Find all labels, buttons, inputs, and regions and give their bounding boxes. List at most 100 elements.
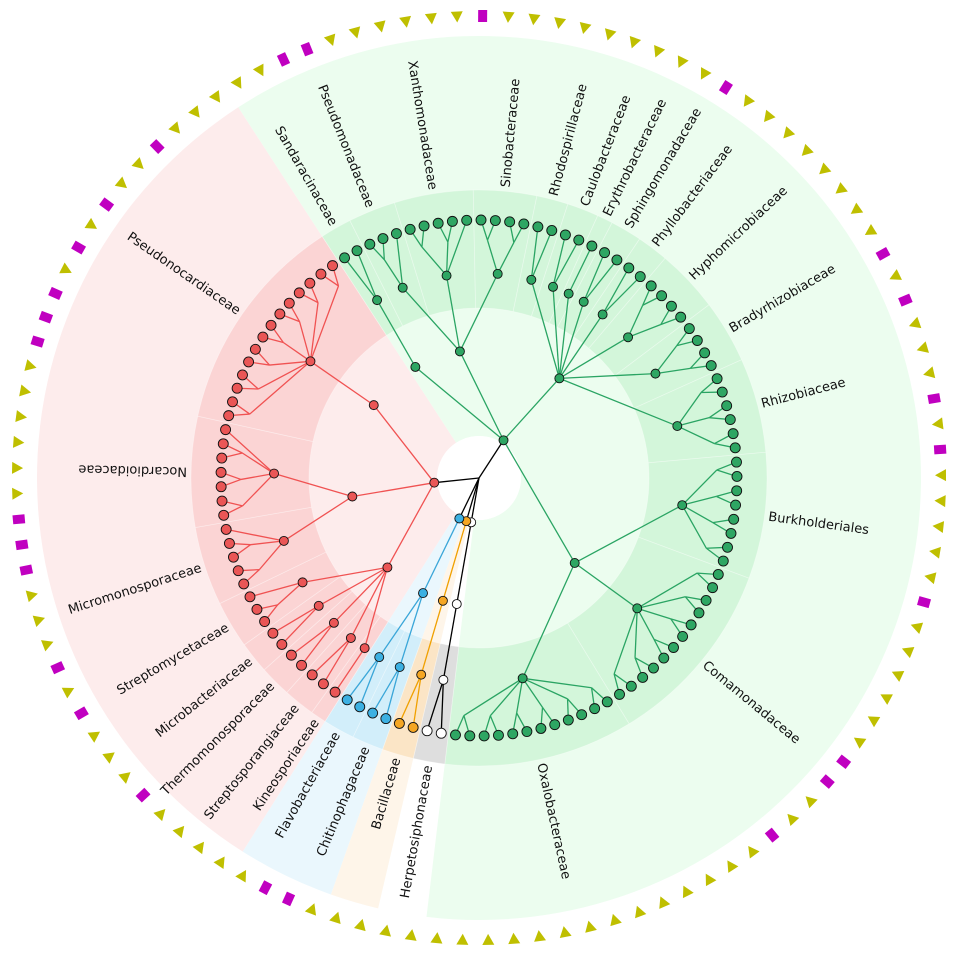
triangle-marker bbox=[819, 162, 832, 175]
leaf-node bbox=[637, 671, 649, 683]
square-marker bbox=[19, 564, 34, 576]
branch bbox=[311, 637, 352, 676]
leaf-node bbox=[435, 727, 447, 739]
square-marker bbox=[898, 293, 913, 307]
branch bbox=[333, 566, 388, 624]
triangle-marker bbox=[891, 670, 905, 682]
leaf-node bbox=[274, 308, 286, 320]
branch bbox=[558, 301, 585, 379]
leaf-node bbox=[721, 400, 733, 412]
family-band bbox=[219, 551, 341, 646]
leaf-node bbox=[285, 649, 297, 661]
leaf-node bbox=[223, 537, 235, 549]
leaf-node bbox=[725, 527, 737, 539]
clade-node bbox=[498, 435, 509, 446]
leaf-node bbox=[685, 619, 697, 631]
branch bbox=[559, 377, 678, 427]
branch bbox=[310, 360, 375, 406]
branch bbox=[249, 581, 303, 598]
group-node bbox=[382, 562, 393, 573]
branch bbox=[298, 321, 312, 362]
branch bbox=[552, 239, 580, 288]
family-node bbox=[328, 617, 339, 628]
leaf-node bbox=[418, 220, 430, 232]
leaf-node bbox=[232, 565, 244, 577]
branch bbox=[376, 299, 416, 368]
leaf-node bbox=[377, 233, 389, 244]
leaf-node bbox=[215, 481, 227, 493]
branch bbox=[522, 562, 576, 679]
leaf-node bbox=[645, 280, 657, 292]
leaf-node bbox=[380, 713, 392, 725]
branch bbox=[470, 477, 480, 523]
triangle-marker bbox=[430, 932, 443, 944]
leaf-node bbox=[730, 499, 742, 511]
triangle-marker bbox=[32, 615, 45, 627]
family-band bbox=[573, 238, 666, 349]
branch bbox=[516, 678, 524, 714]
leaf-node bbox=[276, 638, 288, 650]
leaf-node bbox=[227, 551, 239, 563]
branch bbox=[497, 242, 515, 275]
leaf-node bbox=[216, 495, 228, 507]
leaf-node bbox=[611, 254, 623, 266]
leaf-node bbox=[216, 452, 228, 464]
triangle-marker bbox=[610, 913, 622, 927]
leaf-node bbox=[727, 428, 739, 440]
leaf-node bbox=[677, 630, 689, 642]
leaf-node bbox=[532, 221, 544, 233]
branch bbox=[677, 425, 715, 445]
triangle-marker bbox=[304, 903, 317, 916]
triangle-marker bbox=[329, 911, 341, 925]
leaf-node bbox=[464, 730, 476, 742]
leaf-node bbox=[546, 225, 558, 236]
triangle-marker bbox=[168, 121, 181, 134]
branch bbox=[583, 252, 606, 303]
branch bbox=[456, 522, 472, 605]
branch bbox=[502, 439, 576, 564]
branch bbox=[273, 472, 353, 498]
branch bbox=[395, 233, 404, 288]
family-node bbox=[597, 309, 608, 320]
leaf-node bbox=[317, 678, 329, 690]
leaf-node bbox=[251, 603, 263, 615]
triangle-marker bbox=[934, 495, 946, 508]
branch bbox=[676, 392, 702, 427]
branch bbox=[478, 439, 505, 479]
family-node bbox=[416, 669, 427, 680]
family-band bbox=[637, 451, 768, 579]
triangle-marker bbox=[783, 126, 796, 139]
branch bbox=[420, 600, 444, 675]
family-node bbox=[305, 356, 316, 367]
family-node bbox=[517, 673, 528, 684]
square-marker bbox=[927, 393, 941, 405]
branch bbox=[445, 220, 468, 276]
family-node bbox=[672, 421, 683, 431]
branch bbox=[558, 314, 604, 379]
leaf-node bbox=[656, 290, 668, 302]
branch bbox=[309, 285, 340, 362]
square-marker bbox=[276, 52, 291, 67]
triangle-marker bbox=[705, 873, 717, 887]
leaf-node bbox=[231, 382, 243, 394]
group-node bbox=[347, 491, 358, 502]
branch bbox=[440, 679, 445, 734]
branch bbox=[398, 674, 422, 724]
branch bbox=[445, 242, 449, 276]
branch bbox=[681, 469, 718, 506]
family-node bbox=[397, 282, 408, 293]
family-node bbox=[563, 288, 574, 299]
triangle-marker bbox=[924, 572, 937, 585]
triangle-marker bbox=[889, 269, 902, 280]
group-node bbox=[451, 599, 462, 610]
triangle-marker bbox=[835, 182, 848, 194]
leaf-node bbox=[249, 343, 261, 355]
triangle-marker bbox=[172, 825, 185, 839]
branch bbox=[386, 482, 435, 568]
square-marker bbox=[718, 80, 733, 96]
triangle-marker bbox=[482, 933, 495, 946]
group-node bbox=[454, 346, 465, 357]
family-band bbox=[588, 257, 710, 377]
triangle-marker bbox=[743, 94, 756, 107]
leaf-node bbox=[634, 271, 646, 283]
